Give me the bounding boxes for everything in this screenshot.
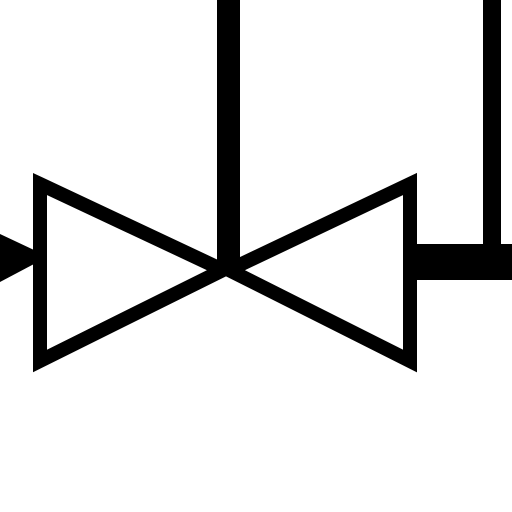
valve-stem: [217, 0, 240, 275]
inlet-arrow: [0, 234, 34, 282]
valve-left-triangle: [33, 172, 240, 373]
right-vertical-line: [483, 0, 501, 262]
right-connector-line: [414, 244, 512, 280]
valve-right-triangle: [213, 172, 417, 373]
